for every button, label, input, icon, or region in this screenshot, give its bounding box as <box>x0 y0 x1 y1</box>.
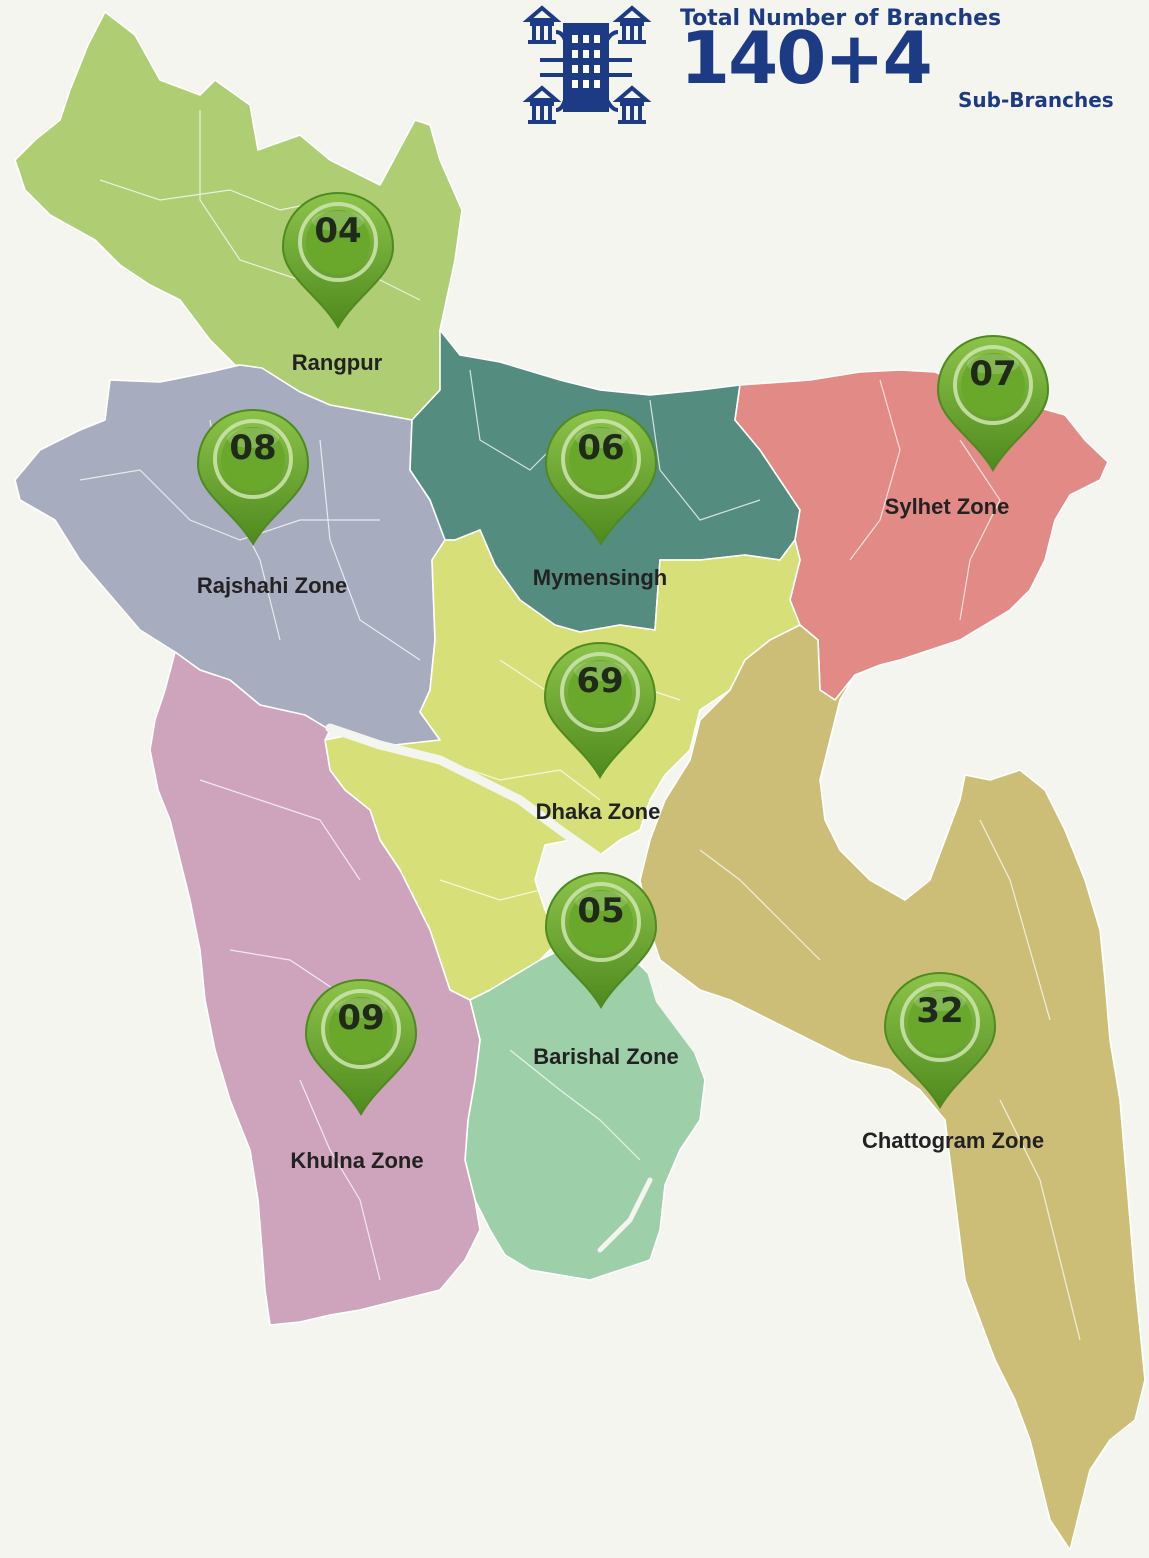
branches-total-count: 140+4 <box>680 16 933 100</box>
map-pin-icon <box>936 334 1050 472</box>
rivers <box>325 723 864 1253</box>
zone-label-dhaka: Dhaka Zone <box>535 799 661 824</box>
zone-label-rajshahi: Rajshahi Zone <box>196 573 348 598</box>
map-pin-icon <box>543 641 657 779</box>
bank-branches-icon <box>522 5 652 124</box>
zone-label-mymensingh: Mymensingh <box>532 565 668 590</box>
map-pin-icon <box>544 408 658 546</box>
region-chattogram[interactable] <box>639 624 1146 1551</box>
zone-label-chattogram: Chattogram Zone <box>861 1128 1045 1153</box>
zone-pin-dhaka[interactable]: 69 <box>540 635 660 780</box>
zone-label-rangpur: Rangpur <box>291 350 383 375</box>
branches-total-title: Total Number of Branches <box>680 6 1002 31</box>
zone-label-khulna: Khulna Zone <box>290 1148 424 1173</box>
zone-branch-count: 09 <box>337 998 385 1038</box>
zone-branch-count: 32 <box>916 991 964 1031</box>
map-pin-icon <box>883 971 997 1109</box>
zone-branch-count: 04 <box>314 211 362 251</box>
zone-branch-count: 06 <box>577 428 625 468</box>
zone-pin-mymensingh[interactable]: 06 <box>541 402 661 547</box>
map-pin-icon <box>281 191 395 329</box>
zone-branch-count: 07 <box>969 354 1017 394</box>
map-pin-icon <box>304 978 418 1116</box>
zone-pin-sylhet[interactable]: 07 <box>933 328 1053 473</box>
map-pin-icon <box>196 408 310 546</box>
zone-pin-barishal[interactable]: 05 <box>541 865 661 1010</box>
zone-pin-rangpur[interactable]: 04 <box>278 185 398 330</box>
zone-branch-count: 69 <box>576 661 624 701</box>
region-khulna[interactable] <box>149 651 481 1326</box>
zone-pin-rajshahi[interactable]: 08 <box>193 402 313 547</box>
zone-label-barishal: Barishal Zone <box>533 1044 679 1069</box>
zone-label-sylhet: Sylhet Zone <box>884 494 1010 519</box>
sub-branches-label: Sub-Branches <box>958 88 1114 112</box>
zone-branch-count: 08 <box>229 428 277 468</box>
zone-pin-chattogram[interactable]: 32 <box>880 965 1000 1110</box>
zone-pin-khulna[interactable]: 09 <box>301 972 421 1117</box>
map-pin-icon <box>544 871 658 1009</box>
zone-branch-count: 05 <box>577 891 625 931</box>
